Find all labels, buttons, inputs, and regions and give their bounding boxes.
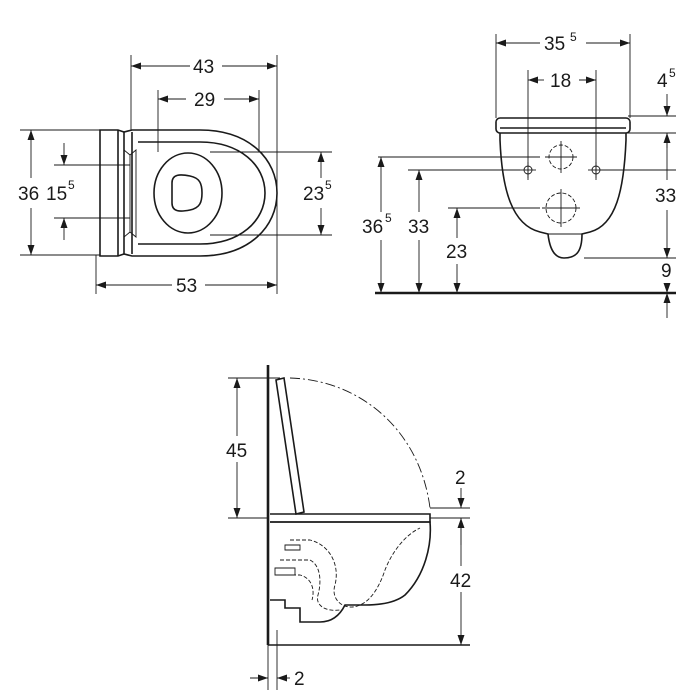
dim-side-2-top: 2 xyxy=(455,468,466,489)
dim-side-2-bottom: 2 xyxy=(294,669,305,690)
dim-top-29: 29 xyxy=(194,90,215,111)
dim-front-23: 23 xyxy=(446,242,467,263)
dim-side-42: 42 xyxy=(450,571,471,592)
dim-front-35-sup: 5 xyxy=(570,30,577,44)
dim-front-36-sup: 5 xyxy=(385,211,392,225)
dim-top-36: 36 xyxy=(18,184,39,205)
dim-top-15-sup: 5 xyxy=(68,178,75,192)
dim-top-53: 53 xyxy=(176,276,197,297)
dim-side-45: 45 xyxy=(226,441,247,462)
dim-top-23-sup: 5 xyxy=(325,178,332,192)
dim-front-18: 18 xyxy=(550,71,571,92)
dim-front-33-left: 33 xyxy=(408,217,429,238)
dim-front-36: 36 xyxy=(362,217,383,238)
dim-top-15: 15 xyxy=(46,184,67,205)
front-view: 35 5 18 4 5 33 9 36 5 xyxy=(362,30,676,318)
dim-front-33-right: 33 xyxy=(655,186,676,207)
dim-top-23: 23 xyxy=(303,184,324,205)
side-view: 45 2 42 2 xyxy=(226,365,471,690)
dim-front-4-sup: 5 xyxy=(669,66,676,80)
dim-top-43: 43 xyxy=(193,57,214,78)
dim-front-4: 4 xyxy=(657,71,668,92)
top-view: 43 29 53 36 15 5 23 5 xyxy=(18,55,332,297)
dim-front-9: 9 xyxy=(661,261,672,282)
dim-front-35: 35 xyxy=(544,34,565,55)
